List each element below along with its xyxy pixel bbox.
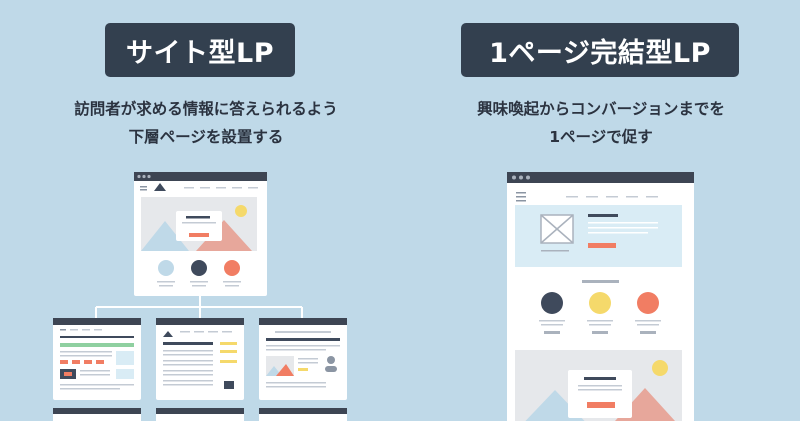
site-sub-page-2 <box>156 318 244 400</box>
one-page-lp-caption-line1: 興味喚起からコンバージョンまでを <box>477 100 725 118</box>
site-type-lp-title-text: サイト型LP <box>126 37 274 69</box>
site-sub-page-3 <box>259 318 347 400</box>
one-page-lp-mockup <box>507 172 694 421</box>
site-sub-page-1 <box>53 318 141 400</box>
site-type-lp-title: サイト型LP <box>105 23 295 77</box>
site-tree-connectors <box>95 296 303 318</box>
one-page-lp-caption: 興味喚起からコンバージョンまでを 1ページで促す <box>410 95 792 151</box>
site-type-lp-caption-line2: 下層ページを設置する <box>128 128 284 146</box>
one-page-lp-title: 1ページ完結型LP <box>461 23 739 77</box>
one-page-lp-title-text: 1ページ完結型LP <box>489 37 711 69</box>
site-type-lp-caption-line1: 訪問者が求める情報に答えられるよう <box>74 100 338 118</box>
one-page-lp-caption-line2: 1ページで促す <box>549 128 653 146</box>
site-sub-page-row-2 <box>53 408 347 421</box>
site-top-page <box>134 172 267 296</box>
site-type-lp-caption: 訪問者が求める情報に答えられるよう 下層ページを設置する <box>10 95 402 151</box>
